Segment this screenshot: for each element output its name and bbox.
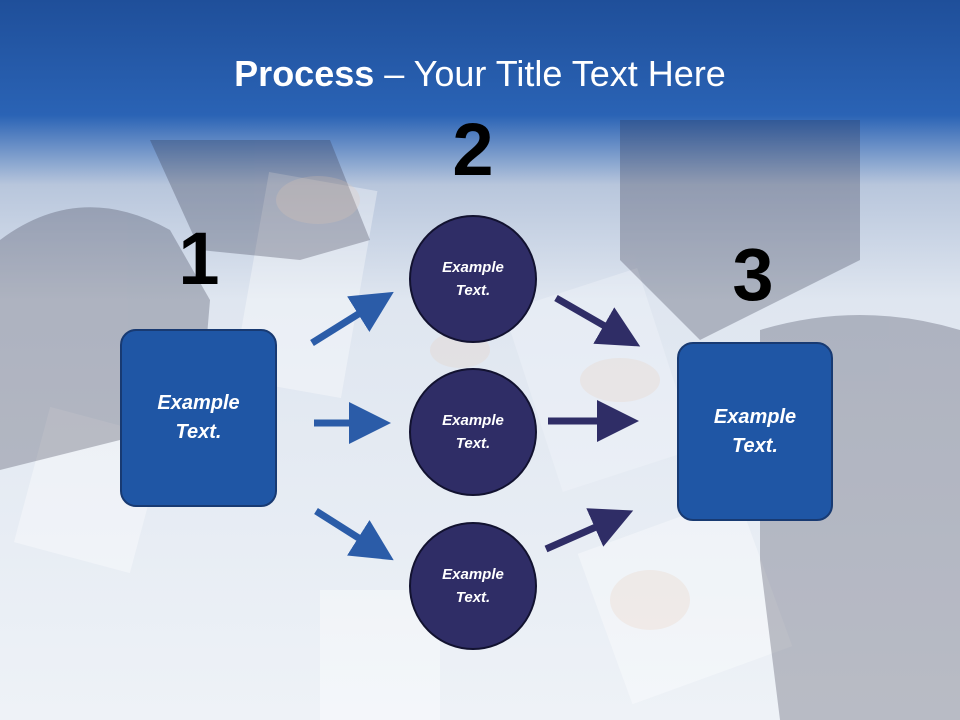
step-2-circle-top: Example Text. <box>409 215 537 343</box>
step-1-text: Example Text. <box>157 392 240 443</box>
circle-bottom-text: Example Text. <box>442 566 504 606</box>
title-rest: – Your Title Text Here <box>374 53 726 94</box>
slide-title: Process – Your Title Text Here <box>0 52 960 96</box>
arrow-1-to-2c <box>314 508 394 561</box>
step-3-text: Example Text. <box>713 405 797 457</box>
arrow-1-to-2a <box>310 291 394 346</box>
circle-middle-text: Example Text. <box>442 412 504 452</box>
circle-top-text: Example Text. <box>442 259 504 299</box>
step-1-box: Example Text. <box>120 329 277 507</box>
arrow-2c-to-3 <box>544 508 634 553</box>
step-2-circle-middle: Example Text. <box>409 368 537 496</box>
step-number-2: 2 <box>452 108 494 191</box>
title-bold: Process <box>234 53 375 94</box>
step-number-1: 1 <box>178 217 220 300</box>
arrow-2a-to-3 <box>554 294 641 347</box>
step-2-circle-bottom: Example Text. <box>409 522 537 650</box>
step-number-3: 3 <box>732 233 774 316</box>
step-3-box: Example Text. <box>677 342 833 521</box>
